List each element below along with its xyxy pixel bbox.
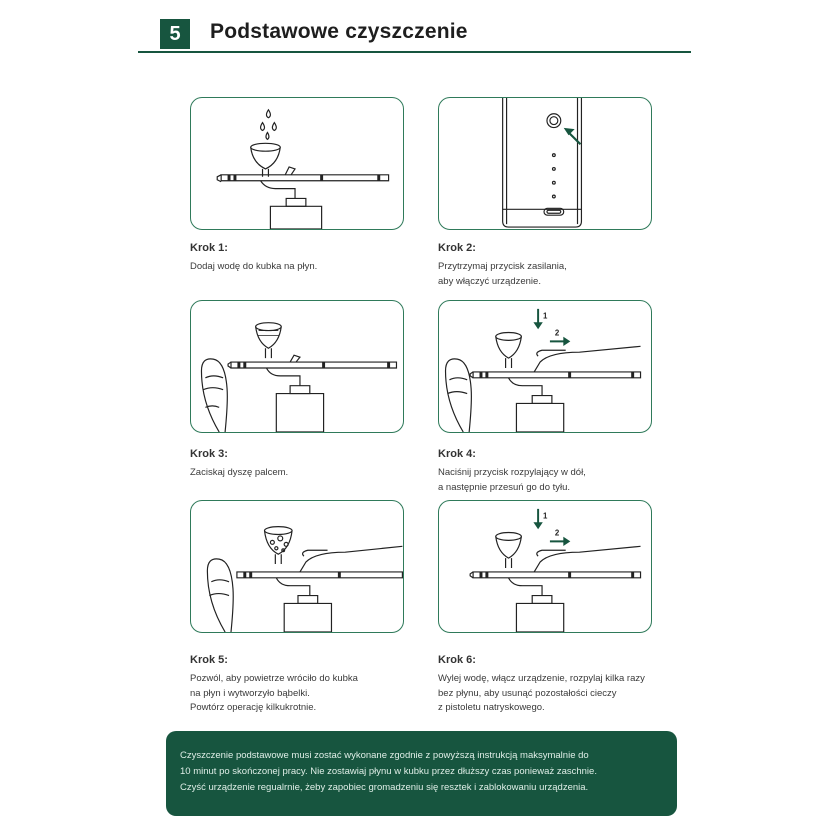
step-6-illustration: 1 2 bbox=[438, 500, 652, 633]
step-4-caption: Krok 4: Naciśnij przycisk rozpylający w … bbox=[438, 448, 678, 495]
step-1-caption: Krok 1: Dodaj wodę do kubka na płyn. bbox=[190, 242, 430, 275]
press-trigger-icon: 1 2 bbox=[444, 308, 642, 432]
finger-blocking-nozzle-icon bbox=[200, 322, 398, 432]
step-4-illustration: 1 2 bbox=[438, 300, 652, 433]
step-3-title: Krok 3: bbox=[190, 448, 228, 460]
step-2-title: Krok 2: bbox=[438, 242, 476, 254]
step-1-title: Krok 1: bbox=[190, 242, 228, 254]
step-2-illustration bbox=[438, 97, 652, 230]
step-3-caption: Krok 3: Zaciskaj dyszę palcem. bbox=[190, 448, 430, 481]
page-title: Podstawowe czyszczenie bbox=[210, 20, 468, 43]
step-3-text: Zaciskaj dyszę palcem. bbox=[190, 467, 289, 478]
spray-without-fluid-icon: 1 2 bbox=[469, 508, 642, 632]
section-number-badge: 5 bbox=[160, 19, 190, 49]
device-power-button-icon bbox=[502, 98, 583, 228]
step-5-title: Krok 5: bbox=[190, 654, 228, 666]
step-6-title: Krok 6: bbox=[438, 654, 476, 666]
step-4-arrow-label-2: 2 bbox=[555, 328, 560, 337]
step-1-illustration bbox=[190, 97, 404, 230]
step-5-caption: Krok 5: Pozwól, aby powietrze wróciło do… bbox=[190, 654, 430, 716]
airbrush-water-drops-icon bbox=[216, 108, 390, 229]
step-4-arrow-label-1: 1 bbox=[543, 312, 548, 321]
cleaning-note-box: Czyszczenie podstawowe musi zostać wykon… bbox=[166, 731, 677, 816]
bubbles-in-cup-icon bbox=[206, 526, 403, 632]
step-2-caption: Krok 2: Przytrzymaj przycisk zasilania, … bbox=[438, 242, 678, 289]
step-5-illustration bbox=[190, 500, 404, 633]
header-divider bbox=[138, 51, 691, 53]
step-6-arrow-label-2: 2 bbox=[555, 528, 560, 537]
step-6-text: Wylej wodę, włącz urządzenie, rozpylaj k… bbox=[438, 673, 645, 713]
step-1-text: Dodaj wodę do kubka na płyn. bbox=[190, 261, 318, 272]
step-5-text: Pozwól, aby powietrze wróciło do kubka n… bbox=[190, 673, 358, 713]
step-4-text: Naciśnij przycisk rozpylający w dół, a n… bbox=[438, 467, 586, 493]
step-6-arrow-label-1: 1 bbox=[543, 512, 548, 521]
step-4-title: Krok 4: bbox=[438, 448, 476, 460]
step-3-illustration bbox=[190, 300, 404, 433]
step-6-caption: Krok 6: Wylej wodę, włącz urządzenie, ro… bbox=[438, 654, 678, 716]
step-2-text: Przytrzymaj przycisk zasilania, aby włąc… bbox=[438, 261, 567, 287]
